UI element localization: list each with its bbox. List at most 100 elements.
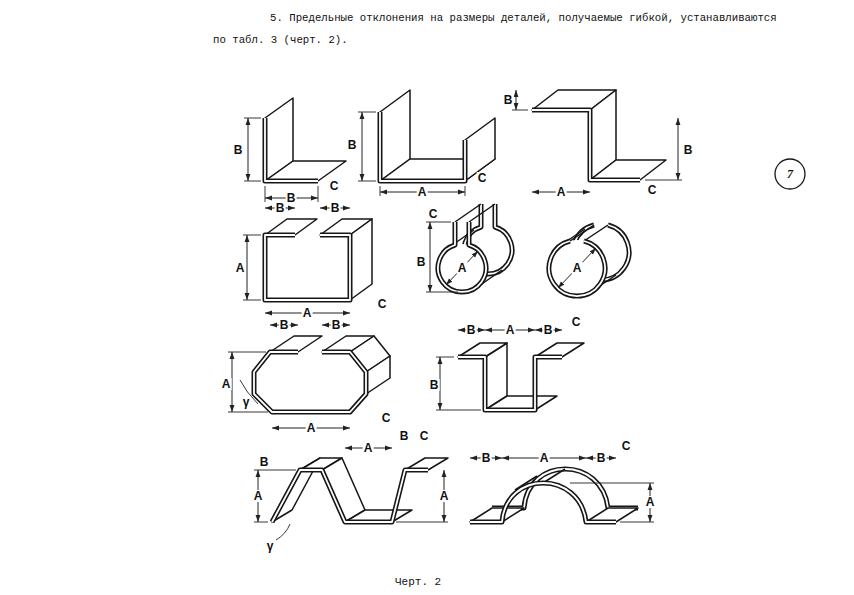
ring-inside: [549, 240, 605, 296]
sheet-profile: [549, 241, 605, 296]
part-edge: [570, 225, 594, 241]
page-number: 7: [774, 158, 806, 190]
dimension-letter: С: [329, 180, 340, 192]
dimension-line: [446, 251, 478, 285]
extension-line: [265, 186, 266, 202]
dimension-letter: А: [572, 262, 583, 274]
extension-line: [465, 186, 466, 196]
dimension-letter: А: [221, 378, 232, 390]
dimension-letter: γ: [242, 396, 251, 408]
part-edge: [469, 204, 495, 222]
dimension-letter: А: [539, 452, 550, 464]
dimension-letter: А: [556, 186, 567, 198]
sheet-profile: [265, 118, 318, 181]
dimension-letter: γ: [266, 540, 275, 552]
dimension-letter: А: [505, 324, 516, 336]
dimension-letter: С: [428, 208, 439, 220]
dimension-letter: В: [481, 452, 492, 464]
extension-line: [244, 118, 261, 119]
dimension-letter: В: [683, 144, 694, 156]
dimension-letter: А: [457, 262, 468, 274]
dimension-letter: С: [477, 172, 488, 184]
dimension-line: [516, 90, 517, 110]
part-face: [350, 219, 372, 300]
extension-line: [620, 522, 654, 523]
dimension-letter: А: [417, 186, 428, 198]
sheet-profile: [380, 112, 465, 181]
angle-part: [265, 98, 346, 181]
dimension-letter: А: [645, 496, 656, 508]
extension-line: [436, 357, 454, 358]
dimension-letter: В: [543, 324, 554, 336]
sheet-profile: [380, 112, 465, 181]
extension-line: [243, 235, 261, 236]
dimension-letter: В: [259, 456, 270, 468]
extension-line: [396, 522, 448, 523]
dimension-line: [440, 357, 441, 410]
part-edge: [584, 225, 608, 241]
sheet-profile: [458, 357, 562, 410]
hat-part: [458, 343, 584, 410]
figure-caption: Черт. 2: [395, 575, 441, 589]
sheet-profile: [254, 352, 366, 412]
page-number-circle: 7: [774, 158, 806, 190]
dimension-line: [678, 118, 679, 180]
dimension-letter: В: [503, 94, 514, 106]
sheet-profile: [265, 118, 318, 181]
dimension-line: [430, 222, 431, 292]
dimension-letter: А: [363, 442, 374, 454]
dimension-letter: С: [377, 298, 388, 310]
dimension-letter: А: [306, 422, 317, 434]
sheet-profile: [458, 357, 562, 410]
dimension-letter: А: [235, 262, 246, 274]
extension-line: [426, 222, 451, 223]
dimension-letter: А: [439, 490, 450, 502]
extension-line: [244, 181, 261, 182]
extension-line: [380, 186, 381, 196]
split-ring-part: [549, 225, 629, 296]
dimension-letter: В: [347, 139, 358, 151]
extension-line: [228, 412, 268, 413]
dimension-letter: С: [571, 316, 582, 328]
dimension-letter: В: [286, 192, 297, 204]
dimension-line: [248, 118, 249, 181]
sheet-profile: [470, 483, 616, 522]
trapezoid-part: [272, 458, 448, 522]
dimension-letter: В: [275, 202, 286, 214]
dimension-line: [558, 248, 596, 288]
extension-line: [426, 292, 458, 293]
part-face: [265, 161, 346, 181]
part-face: [590, 160, 666, 180]
dimension-letter: С: [621, 440, 632, 452]
sheet-profile: [272, 470, 428, 522]
extension-line: [228, 352, 266, 353]
dimension-letter: А: [253, 490, 264, 502]
dimension-letter: С: [381, 412, 392, 424]
z-part: [532, 90, 666, 180]
channel-part: [380, 90, 495, 181]
sheet-profile: [265, 235, 350, 300]
extension-line: [254, 470, 296, 471]
part-edge: [455, 204, 481, 222]
extension-line: [436, 410, 481, 411]
heading-paragraph: 5. Предельные отклонения на размеры дета…: [213, 7, 793, 51]
hex-box-part: [254, 336, 390, 412]
extension-line: [254, 522, 268, 523]
dimension-line: [362, 112, 363, 181]
dimension-line: [247, 235, 248, 300]
box-part: [265, 219, 372, 300]
page-number-text: 7: [787, 167, 793, 182]
sheet-profile: [265, 235, 350, 300]
dimension-letter: А: [302, 307, 313, 319]
dimension-letter: В: [399, 430, 410, 442]
extension-line: [318, 186, 319, 202]
dimension-lines: [228, 90, 682, 540]
dimension-line: [232, 352, 233, 412]
dimension-letter: В: [596, 452, 607, 464]
clamp-part: [470, 469, 638, 522]
dimension-letter: В: [279, 319, 290, 331]
extension-line: [570, 483, 654, 484]
sheet-profile: [549, 241, 605, 296]
sheet-profile: [438, 222, 486, 292]
